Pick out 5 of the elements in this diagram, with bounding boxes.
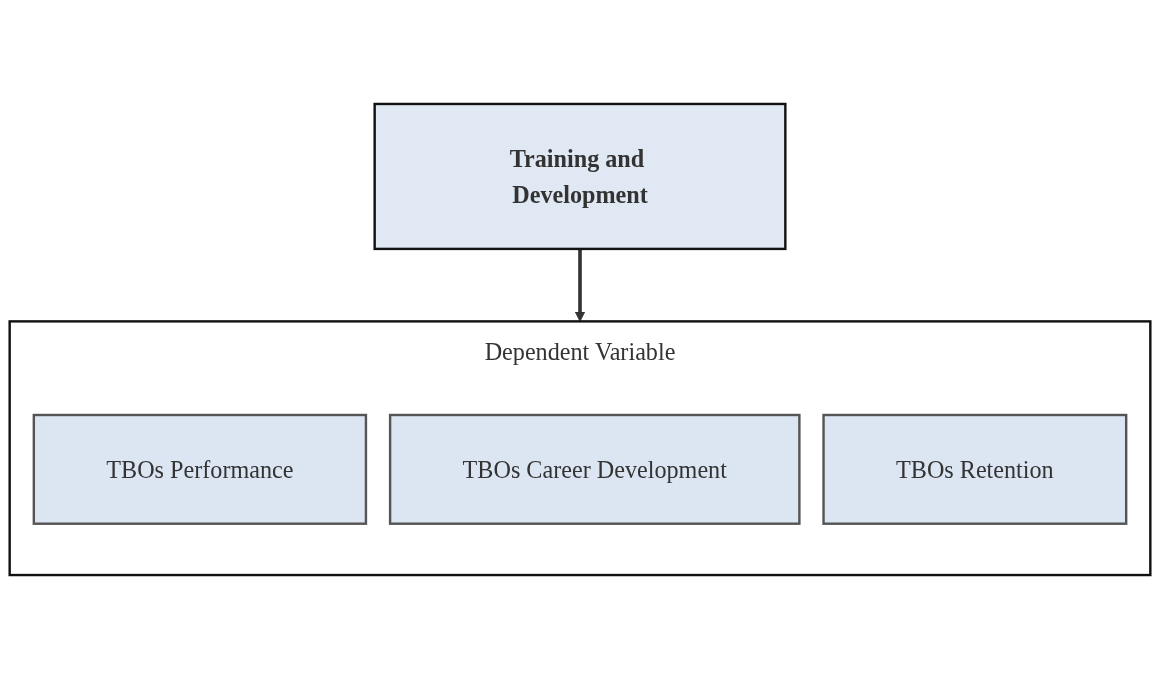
node-box: Training and Development	[373, 102, 787, 251]
arrow	[574, 248, 586, 322]
node-box: TBOs Performance	[32, 413, 368, 525]
node-box: TBOs Career Development	[388, 413, 801, 525]
node-box: TBOs Retention	[822, 413, 1128, 525]
